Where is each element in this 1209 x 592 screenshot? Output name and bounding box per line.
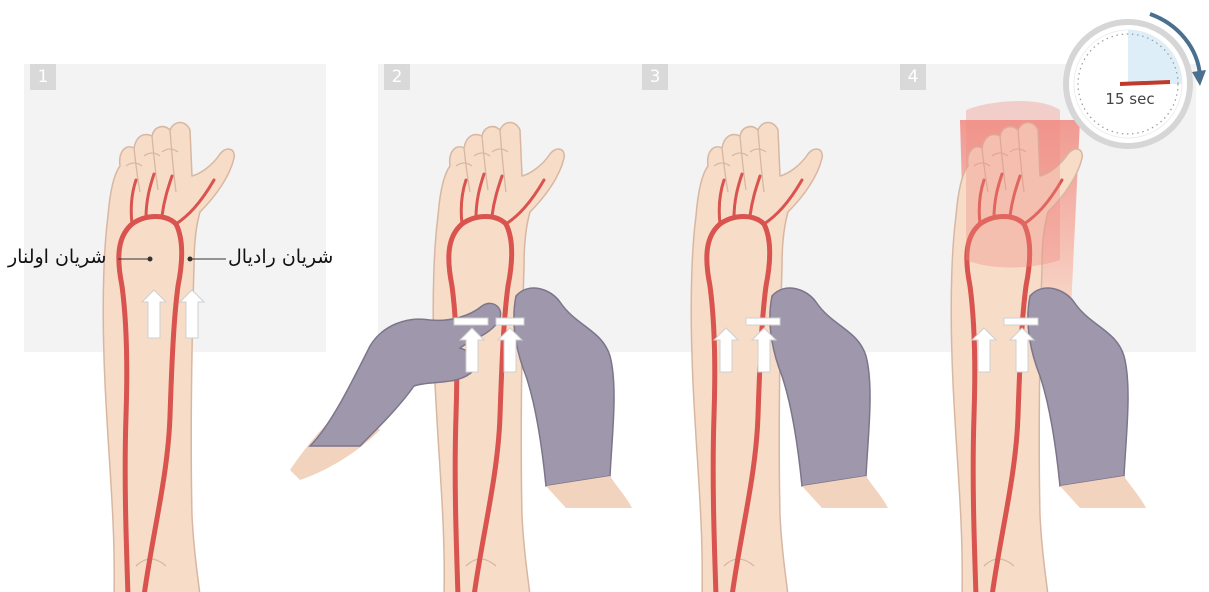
step-badge-4: 4 bbox=[900, 64, 926, 90]
compression-bar-icon bbox=[746, 318, 780, 325]
right-glove-panel-3 bbox=[770, 288, 888, 508]
step-badge-2: 2 bbox=[384, 64, 410, 90]
timer-label: 15 sec bbox=[1100, 90, 1160, 108]
step-badge-1: 1 bbox=[30, 64, 56, 90]
right-glove-panel-2 bbox=[514, 288, 632, 508]
radial-artery-label: شریان رادیال bbox=[228, 246, 333, 268]
right-glove-panel-4 bbox=[1028, 288, 1146, 508]
stopwatch-icon bbox=[1066, 22, 1190, 146]
ulnar-artery-label: شریان اولنار bbox=[8, 246, 106, 268]
arm-panel-1 bbox=[103, 123, 234, 592]
step-badge-3: 3 bbox=[642, 64, 668, 90]
compression-bar-icon bbox=[1004, 318, 1038, 325]
